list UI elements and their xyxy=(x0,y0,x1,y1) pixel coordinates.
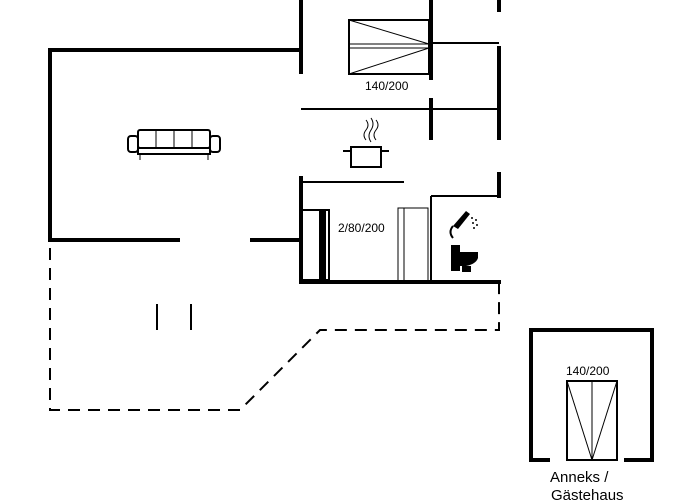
annex-walls xyxy=(529,328,654,462)
toilet-icon xyxy=(451,245,478,272)
annex: 140/200 Anneks / Gästehaus xyxy=(529,328,654,500)
middle-bedroom: 2/80/200 xyxy=(301,207,429,283)
cooking-pot-icon xyxy=(343,117,389,168)
wardrobe xyxy=(301,209,330,281)
annex-caption-line2: Gästehaus xyxy=(551,487,624,500)
bed-icon xyxy=(397,207,429,283)
bed-diagonal xyxy=(348,19,430,45)
terrace-dashed-border xyxy=(49,248,500,411)
bed-icon xyxy=(348,19,430,75)
sofa-icon xyxy=(127,129,221,160)
bed-label-middle: 2/80/200 xyxy=(338,221,385,235)
living-room-wall-west xyxy=(48,48,303,242)
wardrobe-door xyxy=(319,210,326,280)
bed-label-upper: 140/200 xyxy=(365,79,409,93)
bed-diagonal xyxy=(566,380,593,461)
partitions xyxy=(301,42,499,282)
terrace-outline xyxy=(49,248,500,411)
bed-diagonal xyxy=(348,47,430,75)
upper-bed: 140/200 xyxy=(348,19,430,93)
annex-caption-line1: Anneks / xyxy=(550,469,609,486)
bed-diagonal xyxy=(591,380,618,461)
bed-label-annex: 140/200 xyxy=(566,364,610,378)
shower-icon xyxy=(449,211,478,239)
